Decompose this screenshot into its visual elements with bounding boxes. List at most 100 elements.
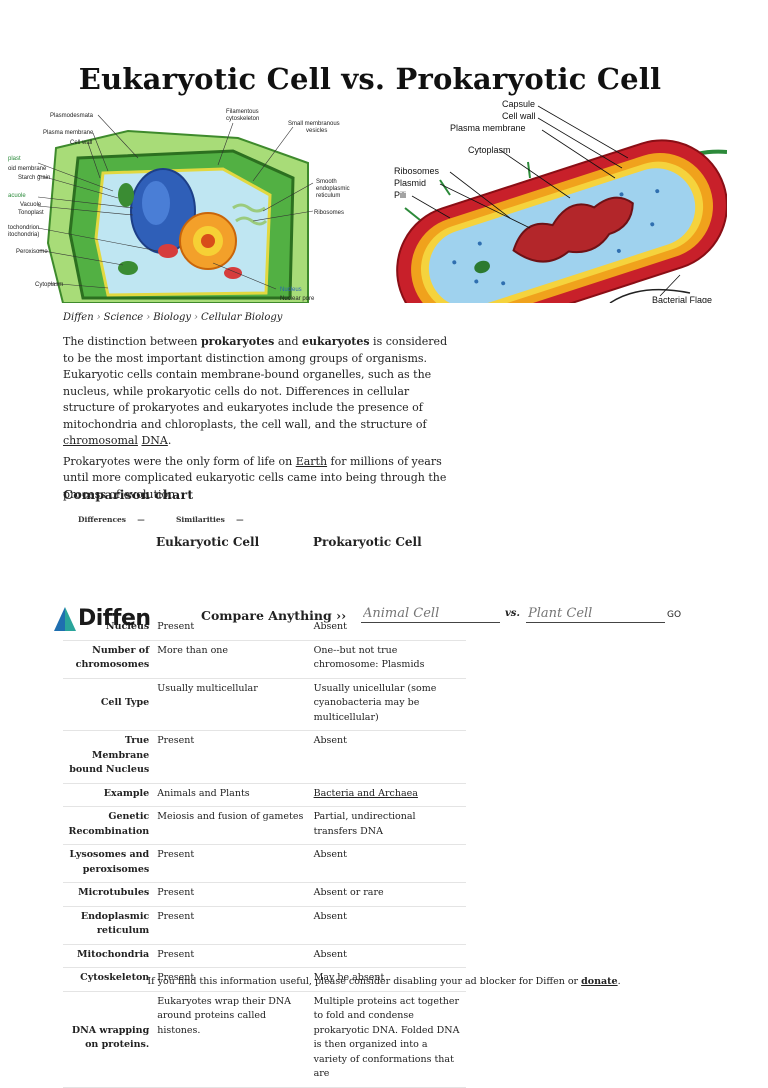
- prokaryotic-cell-value: Partial, undirectional transfers DNA: [309, 806, 466, 845]
- column-header-prokaryotic: Prokaryotic Cell: [313, 535, 422, 549]
- row-label: Genetic Recombination: [63, 806, 154, 845]
- svg-text:Cytoplasm: Cytoplasm: [35, 282, 63, 288]
- prokaryotic-cell-value: Absent: [309, 944, 466, 968]
- svg-text:Filamentous: Filamentous: [226, 109, 259, 115]
- go-button[interactable]: GO: [667, 610, 682, 620]
- svg-text:plast: plast: [8, 156, 21, 162]
- vs-label: vs.: [505, 608, 520, 619]
- svg-text:Small membranous: Small membranous: [288, 121, 340, 127]
- row-label: Lysosomes and peroxisomes: [63, 844, 154, 883]
- svg-text:Pili: Pili: [394, 190, 406, 200]
- toggle-similarities[interactable]: Similarities —: [176, 515, 244, 524]
- svg-text:Cell wall: Cell wall: [502, 111, 536, 121]
- intro-paragraph-2: Prokaryotes were the only form of life o…: [63, 454, 447, 501]
- row-label: Number of chromosomes: [63, 640, 154, 679]
- svg-text:Cytoplasm: Cytoplasm: [468, 145, 511, 155]
- svg-text:Plasma membrane: Plasma membrane: [43, 130, 94, 136]
- svg-text:Plasma membrane: Plasma membrane: [450, 123, 526, 133]
- prokaryotic-cell-value: Multiple proteins act together to fold a…: [309, 991, 466, 1088]
- eukaryotic-cell-value: Present: [153, 882, 310, 907]
- diffen-logo-icon: [54, 606, 76, 631]
- diffen-logo[interactable]: Diffen: [54, 606, 151, 631]
- eukaryotic-cell-value: Present: [153, 906, 310, 945]
- prokaryotic-cell-value: One--but not true chromosome: Plasmids: [309, 640, 466, 679]
- prokaryotic-cell-value: Absent: [309, 730, 466, 784]
- column-header-eukaryotic: Eukaryotic Cell: [156, 535, 260, 549]
- svg-text:Peroxisome: Peroxisome: [16, 249, 48, 255]
- eukaryotic-cell-value: More than one: [153, 640, 310, 679]
- ad-blocker-note: If you find this information useful, ple…: [147, 976, 621, 987]
- breadcrumb-biology[interactable]: Biology: [153, 312, 192, 323]
- svg-text:Nuclear pore: Nuclear pore: [280, 296, 315, 302]
- svg-text:Ribosomes: Ribosomes: [314, 210, 344, 216]
- eukaryotic-cell-value: Present: [153, 617, 310, 641]
- donate-link[interactable]: donate: [581, 976, 618, 987]
- eukaryotic-cell-value: Eukaryotes wrap their DNA around protein…: [153, 991, 310, 1088]
- row-label: Mitochondria: [63, 944, 154, 968]
- row-label: DNA wrapping on proteins.: [63, 991, 154, 1088]
- page-title: Eukaryotic Cell vs. Prokaryotic Cell: [78, 62, 662, 96]
- prokaryotic-cell-value: Absent: [309, 906, 466, 945]
- intro-text: The distinction between prokaryotes and …: [63, 334, 458, 507]
- row-label: Cytoskeleton: [63, 967, 154, 992]
- link-earth[interactable]: Earth: [295, 454, 328, 468]
- eukaryotic-cell-value: Usually multicellular: [153, 678, 310, 731]
- svg-text:Plasmid: Plasmid: [394, 178, 426, 188]
- breadcrumb-separator: ›: [96, 312, 101, 323]
- compare-input-2[interactable]: [526, 604, 665, 623]
- row-label: Endoplasmic reticulum: [63, 906, 154, 945]
- svg-text:Starch grain: Starch grain: [18, 175, 50, 181]
- prokaryotic-cell-value: Absent or rare: [309, 882, 466, 907]
- prokaryotic-cell-value: Bacteria and Archaea: [309, 783, 466, 807]
- comparison-toggles: Differences — Similarities —: [78, 515, 244, 524]
- row-label: Example: [63, 783, 154, 807]
- svg-text:vesicles: vesicles: [306, 128, 327, 134]
- link-chromosomal[interactable]: chromosomal: [63, 434, 138, 447]
- breadcrumb-diffen[interactable]: Diffen: [63, 312, 94, 323]
- prokaryotic-cell-value: Absent: [309, 844, 466, 883]
- table-row: DNA wrapping on proteins.Eukaryotes wrap…: [63, 991, 466, 1088]
- eukaryotic-cell-value: Present: [153, 730, 310, 784]
- link-dna[interactable]: DNA: [141, 434, 168, 447]
- compare-input-1[interactable]: [361, 604, 500, 623]
- breadcrumb-science[interactable]: Science: [103, 312, 144, 323]
- svg-text:acuole: acuole: [8, 193, 26, 199]
- row-label: Nucleus: [63, 617, 154, 641]
- comparison-chart-title: Comparison chart: [63, 487, 194, 502]
- toggle-differences[interactable]: Differences —: [78, 515, 145, 524]
- svg-text:endoplasmic: endoplasmic: [316, 186, 350, 192]
- breadcrumb: Diffen›Science›Biology›Cellular Biology: [63, 312, 282, 323]
- svg-text:Ribosomes: Ribosomes: [394, 166, 440, 176]
- compare-anything-label: Compare Anything ››: [201, 608, 347, 623]
- breadcrumb-cellular-biology[interactable]: Cellular Biology: [201, 312, 283, 323]
- eukaryotic-cell-image: Plasmodesmata Plasma membrane Cell wall …: [8, 103, 370, 303]
- svg-text:Capsule: Capsule: [502, 100, 535, 109]
- svg-text:Plasmodesmata: Plasmodesmata: [50, 113, 94, 119]
- svg-text:Vacuole: Vacuole: [20, 202, 42, 208]
- svg-text:tochondrion: tochondrion: [8, 225, 39, 231]
- prokaryotic-cell-value: Usually unicellular (some cyanobacteria …: [309, 678, 466, 731]
- prokaryotic-cell-image: Capsule Cell wall Plasma membrane Cytopl…: [380, 100, 727, 303]
- link-bacteria-archaea[interactable]: Bacteria and Archaea: [313, 787, 418, 799]
- breadcrumb-separator: ›: [146, 312, 151, 323]
- breadcrumb-separator: ›: [194, 312, 199, 323]
- svg-text:Cell wall: Cell wall: [70, 140, 92, 146]
- eukaryotic-cell-value: Present: [153, 844, 310, 883]
- svg-text:cytoskeleton: cytoskeleton: [226, 116, 259, 122]
- svg-text:Smooth: Smooth: [316, 179, 337, 185]
- svg-text:reticulum: reticulum: [316, 193, 340, 199]
- svg-text:Bacterial Flage: Bacterial Flage: [652, 295, 712, 303]
- prokaryotic-cell-value: May be absent: [309, 967, 466, 992]
- eukaryotic-cell-value: Present: [153, 944, 310, 968]
- svg-text:itochondria): itochondria): [8, 232, 39, 238]
